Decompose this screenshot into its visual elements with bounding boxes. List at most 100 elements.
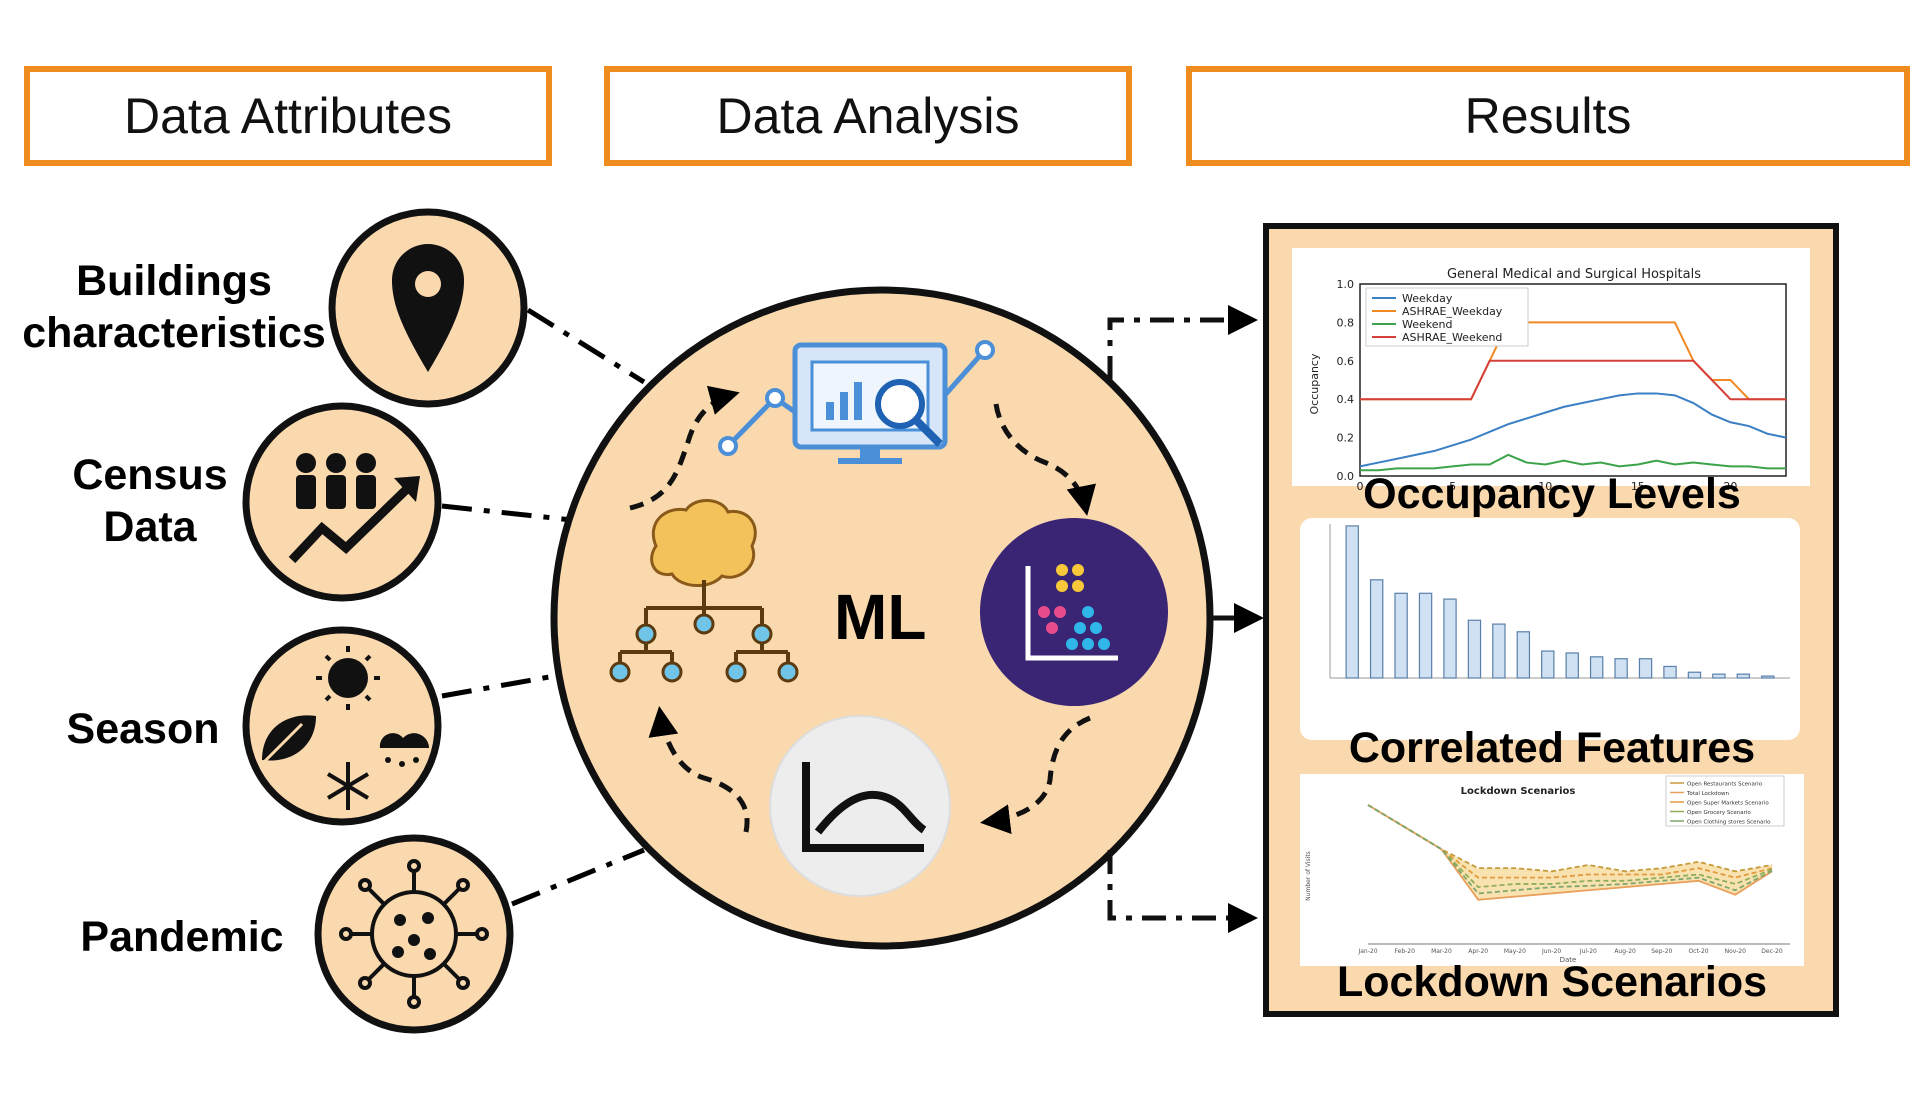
correlated-bar [1369,579,1384,679]
occupancy-series-line [1359,392,1787,468]
correlated-bar [1394,592,1408,679]
occupancy-ytick-label: 0.2 [1337,432,1355,445]
occupancy-legend-label: ASHRAE_Weekday [1402,305,1503,318]
virus-icon [339,859,489,1009]
lockdown-xtick-label: Aug-20 [1614,948,1636,955]
header-data-attributes: Data Attributes [24,66,552,166]
arrow-cluster-to-curve [980,715,1091,835]
occupancy-legend-label: Weekday [1402,292,1453,305]
occupancy-series [1359,321,1787,472]
correlated-bar [1712,673,1726,679]
distribution-curve-icon [769,715,951,897]
correlated-bar [1663,665,1677,679]
lockdown-chart: Lockdown Scenarios Number of Visits Date… [1300,774,1804,966]
occupancy-legend: WeekdayASHRAE_WeekdayWeekendASHRAE_Weeke… [1365,287,1529,347]
connector-buildings [526,307,646,385]
occupancy-yticks: 0.00.20.40.60.81.0 [1337,278,1355,483]
correlated-bar [1443,598,1457,679]
weather-season-icon [260,646,429,810]
lockdown-xtick-label: Feb-20 [1395,948,1416,955]
brain-network-icon [609,499,799,683]
occupancy-ytick-label: 1.0 [1337,278,1355,291]
lockdown-xtick-label: Nov-20 [1725,948,1747,955]
attribute-label-line: characteristics [22,308,326,357]
attribute-label-line: Buildings [76,257,272,305]
ml-label: ML [834,581,927,653]
occupancy-legend-label: ASHRAE_Weekend [1402,331,1502,344]
lockdown-series [1367,804,1773,901]
attribute-label-buildings: Buildings characteristics [14,256,334,359]
result-connectors [1107,305,1264,933]
lockdown-xtick-label: Apr-20 [1468,948,1488,955]
lockdown-legend-label: Open Clothing stores Scenario [1687,820,1771,826]
occupancy-ytick-label: 0.4 [1337,393,1355,406]
correlated-bar [1589,656,1604,679]
lockdown-legend-label: Open Restaurants Scenario [1687,782,1763,788]
occupancy-series-line [1360,359,1786,401]
lockdown-xtick-label: Jan-20 [1357,948,1377,955]
header-label: Data Analysis [716,88,1020,144]
occupancy-ytick-label: 0.6 [1337,355,1355,368]
lockdown-series-line [1367,804,1773,879]
header-label: Results [1464,88,1632,144]
correlated-bar [1516,631,1531,679]
lockdown-ylabel: Number of Visits [1305,851,1312,901]
lockdown-series-line [1367,804,1773,895]
lockdown-legend-label: Open Grocery Scenario [1687,810,1751,816]
occupancy-legend-label: Weekend [1402,318,1452,331]
lockdown-legend-label: Total Lockdown [1686,791,1729,797]
lockdown-xtick-label: Dec-20 [1761,948,1783,955]
ml-cycle-arrows [629,385,1096,835]
correlated-bar [1345,525,1359,679]
occupancy-series-line [1360,453,1786,472]
header-label: Data Attributes [124,88,452,144]
correlated-bar [1492,623,1506,679]
people-growth-icon [288,453,420,564]
occupancy-ylabel: Occupancy [1308,353,1321,414]
attribute-circle-buildings [328,208,528,408]
lockdown-xtick-label: Oct-20 [1688,948,1708,955]
correlated-bar [1418,592,1433,679]
caption-correlated-features: Correlated Features [1348,724,1756,772]
correlated-chart-background [1300,518,1800,740]
correlated-bars [1345,525,1775,679]
cluster-scatter-icon [980,518,1168,706]
connector-census [441,503,573,523]
occupancy-xtick-label: 0 [1357,480,1364,493]
correlated-bar [1687,671,1702,679]
header-data-analysis: Data Analysis [604,66,1132,166]
occupancy-xtick-label: 5 [1449,480,1456,493]
attribute-label-season: Season [48,704,238,756]
correlated-bar [1614,658,1628,679]
correlated-chart [1300,518,1800,740]
connector-season [441,671,567,699]
attribute-label-line: Census [72,451,228,499]
attribute-circle-census [242,402,442,602]
arrow-curve-to-brain [648,706,750,833]
arrow-brain-to-analytics [629,385,740,511]
lockdown-xtick-label: Jul-20 [1579,948,1597,955]
connector-to-occupancy [1107,305,1258,380]
lockdown-legend-label: Open Super Markets Scenario [1687,801,1769,807]
lockdown-xtick-label: May-20 [1504,948,1526,955]
location-pin-icon [392,244,464,372]
caption-occupancy-levels: Occupancy Levels [1363,470,1741,518]
connector-to-lockdown [1107,850,1258,933]
lockdown-xtick-label: Sep-20 [1651,948,1672,955]
correlated-bar [1565,652,1579,679]
attribute-label-line: Season [66,705,220,753]
lockdown-xlabel: Date [1560,956,1577,964]
lockdown-series-line [1367,804,1773,873]
attribute-label-line: Pandemic [80,913,284,961]
correlated-bar [1541,650,1555,679]
analytics-monitor-icon [718,340,995,464]
occupancy-xtick-label: 20 [1723,480,1737,493]
lockdown-xtick-label: Mar-20 [1431,948,1452,955]
occupancy-chart-title: General Medical and Surgical Hospitals [1447,267,1701,282]
lockdown-chart-title: Lockdown Scenarios [1461,786,1576,797]
